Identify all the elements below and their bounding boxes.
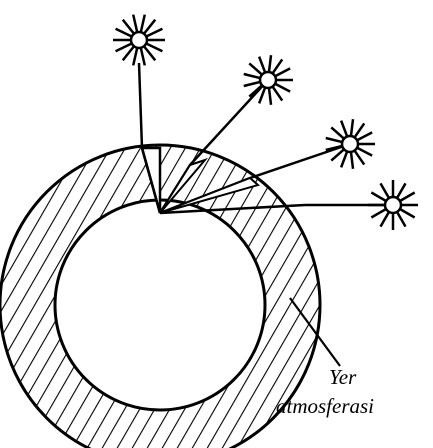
ray-star-2	[190, 80, 268, 165]
star-icon	[113, 15, 165, 66]
label-yer: Yer	[329, 367, 356, 388]
earth-circle	[55, 200, 265, 410]
ray-star-3	[250, 144, 350, 178]
label-atmosferasi: atmosferasi	[276, 396, 374, 417]
star-icon	[368, 180, 418, 230]
ray-star-1	[139, 63, 142, 148]
star-icon	[326, 119, 375, 169]
